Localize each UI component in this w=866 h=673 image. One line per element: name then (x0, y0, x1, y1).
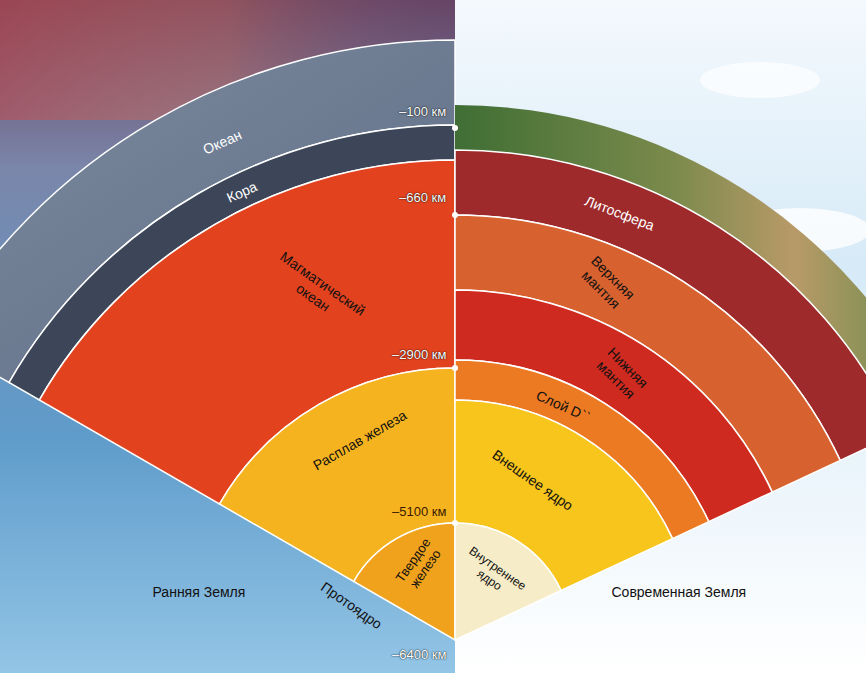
depth-mark: –5100 км (392, 505, 449, 520)
depth-dot (452, 520, 458, 526)
depth-mark: –660 км (399, 191, 449, 206)
depth-mark: –2900 км (392, 348, 449, 363)
depth-dot (452, 365, 458, 371)
depth-mark: –100 км (399, 105, 449, 120)
depth-dots (452, 125, 458, 526)
panel-title: Ранняя Земля (153, 584, 248, 600)
depth-mark: –6400 км (392, 648, 449, 663)
inner-core-band (455, 523, 561, 640)
panel-title: Современная Земля (612, 584, 749, 600)
cloud (700, 62, 820, 98)
depth-dot (452, 212, 458, 218)
layer-bands (0, 40, 866, 640)
depth-dot (452, 125, 458, 131)
